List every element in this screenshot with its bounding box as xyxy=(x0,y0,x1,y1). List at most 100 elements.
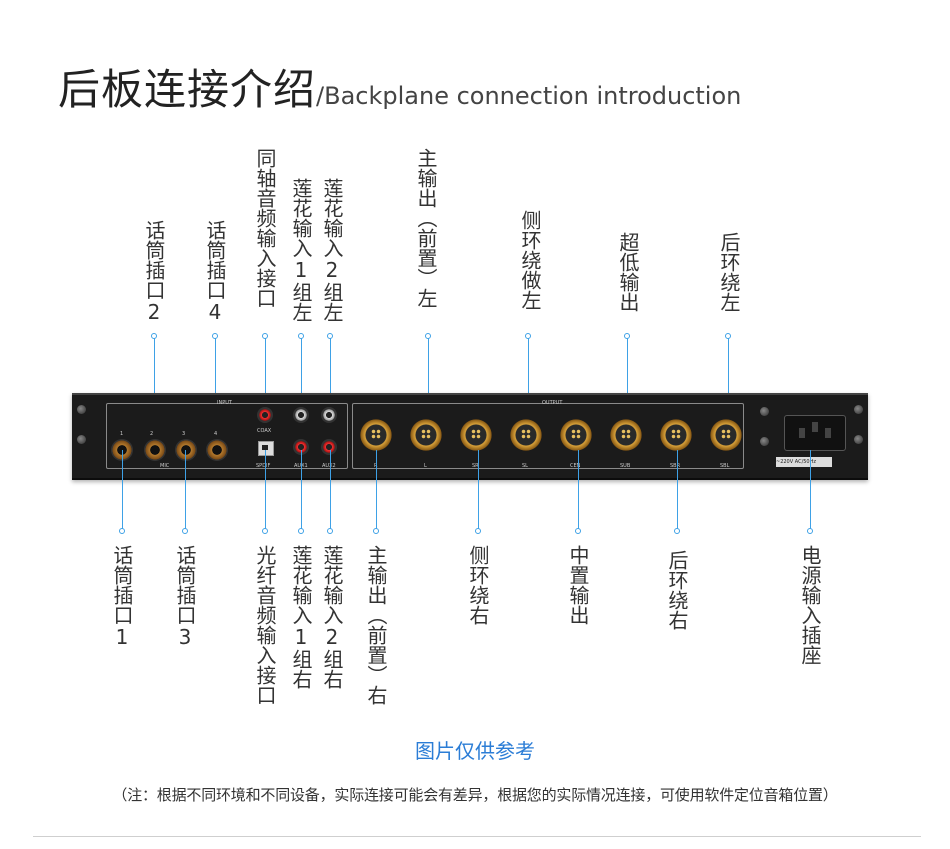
title-chinese: 后板连接介绍 xyxy=(58,65,317,114)
output-name: L xyxy=(424,463,427,469)
leader-side-right xyxy=(478,450,479,530)
output-section-label: OUTPUT xyxy=(542,400,563,406)
page-title: 后板连接介绍/Backplane connection introduction xyxy=(58,56,741,116)
spdif-label: SPDIF xyxy=(256,463,271,469)
screw xyxy=(760,437,769,446)
label-rca1-right: 莲花输入1组右 xyxy=(289,545,313,689)
mic-number: 4 xyxy=(214,431,218,437)
xlr-rear-right xyxy=(660,419,692,451)
screw xyxy=(854,435,863,444)
mic-number: 3 xyxy=(182,431,186,437)
label-center: 中置输出 xyxy=(566,545,590,625)
leader-dot xyxy=(327,528,333,534)
power-pin xyxy=(825,428,831,438)
leader-rca1-right xyxy=(301,450,302,530)
coax-label: COAX xyxy=(257,428,272,434)
aux2-label: AUX2 xyxy=(322,463,336,469)
rca2-right-jack xyxy=(321,439,337,455)
connection-disclaimer: （注：根据不同环境和不同设备，实际连接可能会有差异，根据您的实际情况连接，可使用… xyxy=(112,786,838,804)
mic3-jack xyxy=(175,439,197,461)
leader-dot xyxy=(725,333,731,339)
leader-rca1-left xyxy=(301,338,302,410)
optical-jack xyxy=(258,441,274,456)
leader-dot xyxy=(151,333,157,339)
label-mic3: 话筒插口3 xyxy=(173,545,197,649)
mic-number: 1 xyxy=(120,431,124,437)
label-main-left: 主输出（前置）左 xyxy=(414,148,438,308)
leader-dot xyxy=(119,528,125,534)
mic2-jack xyxy=(144,439,166,461)
leader-mic1 xyxy=(122,450,123,530)
label-mic1: 话筒插口1 xyxy=(110,545,134,649)
label-sub: 超低输出 xyxy=(616,232,640,312)
leader-coax xyxy=(265,338,266,410)
screw xyxy=(854,405,863,414)
leader-main-left xyxy=(428,338,429,426)
input-section-label: INPUT xyxy=(217,400,232,406)
mic4-jack xyxy=(206,439,228,461)
coax-jack xyxy=(257,407,273,423)
image-reference-note: 图片仅供参考 xyxy=(415,739,535,763)
leader-dot xyxy=(475,528,481,534)
leader-dot xyxy=(298,528,304,534)
rca1-left-jack xyxy=(293,407,309,423)
title-english: /Backplane connection introduction xyxy=(316,82,742,110)
leader-rca2-right xyxy=(330,450,331,530)
power-pin xyxy=(812,422,818,432)
screw xyxy=(760,407,769,416)
mic-label: MIC xyxy=(160,463,170,469)
label-rca2-right: 莲花输入2组右 xyxy=(320,545,344,689)
leader-dot xyxy=(575,528,581,534)
output-name: SL xyxy=(522,463,528,469)
aux1-label: AUX1 xyxy=(294,463,308,469)
label-main-right: 主输出（前置）右 xyxy=(364,545,388,705)
label-side-right: 侧环绕右 xyxy=(466,545,490,625)
leader-side-left xyxy=(528,338,529,426)
leader-sub xyxy=(627,338,628,426)
leader-mic2 xyxy=(154,338,155,426)
rca1-right-jack xyxy=(293,439,309,455)
leader-main-right xyxy=(376,450,377,530)
xlr-center xyxy=(560,419,592,451)
device-back-panel: INPUT OUTPUT 1 2 3 4 MIC COAX SPDIF AUX1… xyxy=(72,393,868,480)
label-mic4: 话筒插口4 xyxy=(203,220,227,324)
leader-rear-right xyxy=(677,450,678,530)
leader-dot xyxy=(262,333,268,339)
leader-dot xyxy=(212,333,218,339)
xlr-rear-left xyxy=(710,419,742,451)
power-spec-label: ~220V AC/50Hz xyxy=(776,457,832,467)
leader-power xyxy=(810,450,811,530)
leader-dot xyxy=(182,528,188,534)
label-optical: 光纤音频输入接口 xyxy=(253,545,277,705)
label-power: 电源输入插座 xyxy=(798,545,822,665)
output-section xyxy=(352,403,744,469)
output-name: SBL xyxy=(720,463,730,469)
output-name: CEN xyxy=(570,463,581,469)
output-name: SUB xyxy=(620,463,631,469)
label-rear-left: 后环绕左 xyxy=(717,232,741,312)
leader-dot xyxy=(807,528,813,534)
label-side-left: 侧环绕做左 xyxy=(518,210,542,310)
xlr-side-right xyxy=(460,419,492,451)
leader-dot xyxy=(674,528,680,534)
label-mic2: 话筒插口2 xyxy=(142,220,166,324)
output-name: SR xyxy=(472,463,479,469)
mic-number: 2 xyxy=(150,431,154,437)
power-socket xyxy=(784,415,846,451)
output-name: SBR xyxy=(670,463,681,469)
leader-dot xyxy=(298,333,304,339)
xlr-sub xyxy=(610,419,642,451)
leader-dot xyxy=(373,528,379,534)
leader-mic3 xyxy=(185,450,186,530)
power-pin xyxy=(799,428,805,438)
label-rca2-left: 莲花输入2组左 xyxy=(320,178,344,322)
leader-rear-left xyxy=(728,338,729,426)
xlr-side-left xyxy=(510,419,542,451)
label-rear-right: 后环绕右 xyxy=(665,550,689,630)
leader-dot xyxy=(262,528,268,534)
bottom-divider xyxy=(33,836,921,837)
leader-dot xyxy=(327,333,333,339)
xlr-main-right xyxy=(360,419,392,451)
input-section xyxy=(106,403,348,469)
leader-dot xyxy=(525,333,531,339)
